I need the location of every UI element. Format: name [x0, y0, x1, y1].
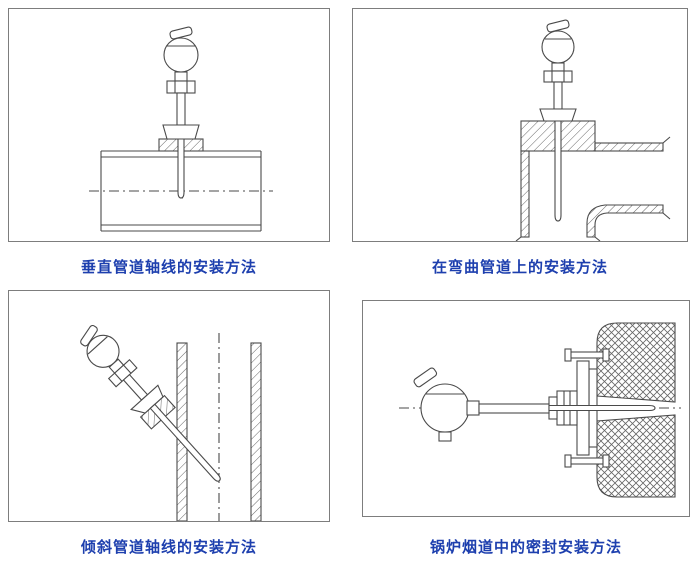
diagram-vertical-install: [89, 26, 273, 232]
flue-wall: [596, 322, 676, 498]
sensor-stem: [548, 404, 656, 412]
diagram-frame-curved-pipe: [352, 8, 688, 242]
thermocouple-sensor: [162, 26, 200, 199]
pipe-vertical: [176, 333, 262, 521]
hex-fitting: [543, 70, 573, 83]
bolt-nut-icon: [602, 454, 610, 468]
diagram-frame-vertical-pipe: [8, 8, 330, 242]
thermocouple-sensor: [539, 19, 577, 222]
process-union: [130, 384, 164, 414]
flange-bolt-top: [568, 351, 606, 359]
head-cap-icon: [80, 324, 98, 347]
caption-inclined-pipe: 倾斜管道轴线的安装方法: [80, 538, 257, 556]
caption-curved-pipe: 在弯曲管道上的安装方法: [431, 258, 608, 276]
diagram-inclined-install: [80, 324, 262, 521]
diagram-frame-inclined-pipe: [8, 290, 330, 522]
bolt-nut-icon: [564, 348, 572, 362]
diagram-boiler-seal-install: [399, 322, 681, 498]
hex-fitting: [166, 80, 196, 94]
head-drain-plug: [438, 431, 452, 442]
bell-flare: [662, 136, 671, 144]
process-union: [539, 108, 577, 122]
extension-tube: [176, 92, 186, 126]
thermocouple-sensor: [413, 367, 656, 442]
head-cap-icon: [169, 26, 193, 40]
flange-bolt-bottom: [568, 457, 606, 465]
sensor-stem: [554, 120, 562, 222]
sensor-head: [541, 30, 575, 64]
protection-tube: [478, 403, 550, 414]
head-cap-icon: [413, 367, 438, 388]
sensor-stem: [177, 138, 185, 199]
diagram-elbow-install: [515, 19, 671, 241]
sensor-head: [163, 37, 199, 73]
head-cap-icon: [546, 19, 570, 33]
sensor-head: [420, 383, 470, 433]
diagram-frame-boiler-flue: [362, 300, 690, 517]
extension-tube: [553, 81, 563, 110]
bolt-nut-icon: [602, 348, 610, 362]
caption-boiler-flue: 锅炉烟道中的密封安装方法: [429, 538, 622, 556]
process-union: [162, 124, 200, 140]
extension-tube: [122, 373, 149, 401]
sensor-stem: [149, 403, 221, 482]
pipe-elbow: [515, 136, 671, 241]
bolt-nut-icon: [564, 454, 572, 468]
thermocouple-sensor: [80, 324, 221, 482]
caption-vertical-pipe: 垂直管道轴线的安装方法: [80, 258, 257, 276]
pipe-horizontal: [89, 150, 273, 232]
